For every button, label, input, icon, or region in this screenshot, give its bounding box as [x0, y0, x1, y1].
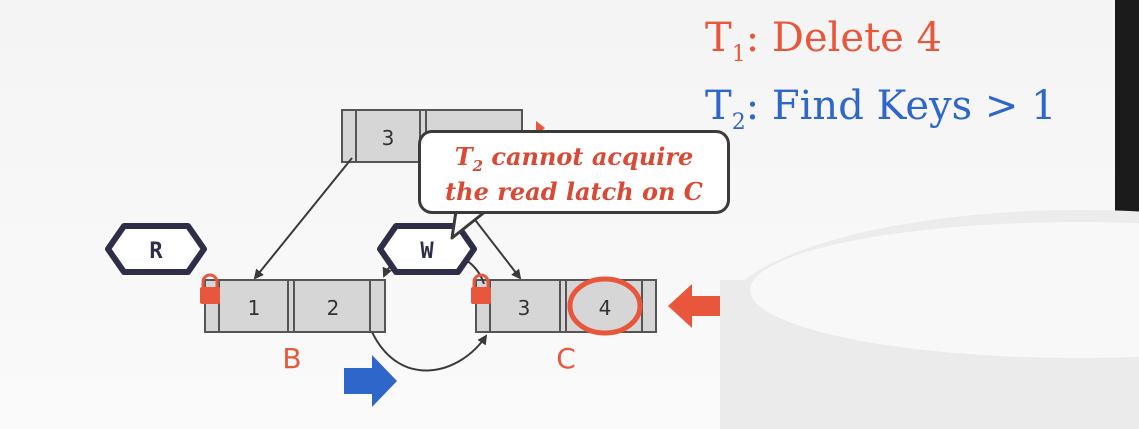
callout-tail [450, 209, 488, 240]
node-c-key-1: 4 [599, 296, 612, 320]
right-arrow-icon [344, 355, 397, 407]
legend-t1-letter: T [705, 15, 732, 61]
node-b-label: B [282, 342, 301, 375]
legend-t1: T1: Delete 4 [705, 15, 942, 66]
read-latch-label: R [149, 239, 163, 264]
node-c: 3 4 [475, 279, 657, 333]
legend-t2-text: : Find Keys > 1 [745, 83, 1057, 129]
read-latch-badge: R [105, 223, 207, 275]
callout-t: T [454, 142, 473, 171]
legend-t2: T2: Find Keys > 1 [705, 83, 1057, 134]
delete-target-circle [567, 276, 643, 336]
callout-box: T2 cannot acquire the read latch on C [418, 130, 730, 214]
node-b-key-0: 1 [248, 296, 261, 320]
database-background [720, 210, 1139, 429]
legend-t1-sub: 1 [731, 42, 746, 67]
node-c-label: C [556, 342, 576, 375]
legend-t1-text: : Delete 4 [745, 15, 942, 61]
legend-t2-sub: 2 [731, 110, 746, 135]
sibling-pointer-b-to-c [371, 331, 488, 372]
node-b-key-1: 2 [327, 296, 340, 320]
legend-t2-letter: T [705, 83, 732, 129]
pointer-root-to-b [253, 157, 353, 280]
node-c-key-0: 3 [518, 296, 531, 320]
callout-line-2: the read latch on C [445, 177, 703, 206]
lock-icon [471, 273, 491, 304]
root-key-0: 3 [382, 126, 395, 150]
callout-line-1-rest: cannot acquire [483, 142, 694, 171]
write-latch-label: W [420, 239, 434, 264]
callout-t-sub: 2 [472, 157, 483, 175]
lock-icon [200, 273, 220, 304]
left-arrow-icon [668, 284, 720, 328]
callout-line-1: T2 cannot acquire [421, 141, 727, 176]
node-b: 1 2 [204, 279, 386, 333]
